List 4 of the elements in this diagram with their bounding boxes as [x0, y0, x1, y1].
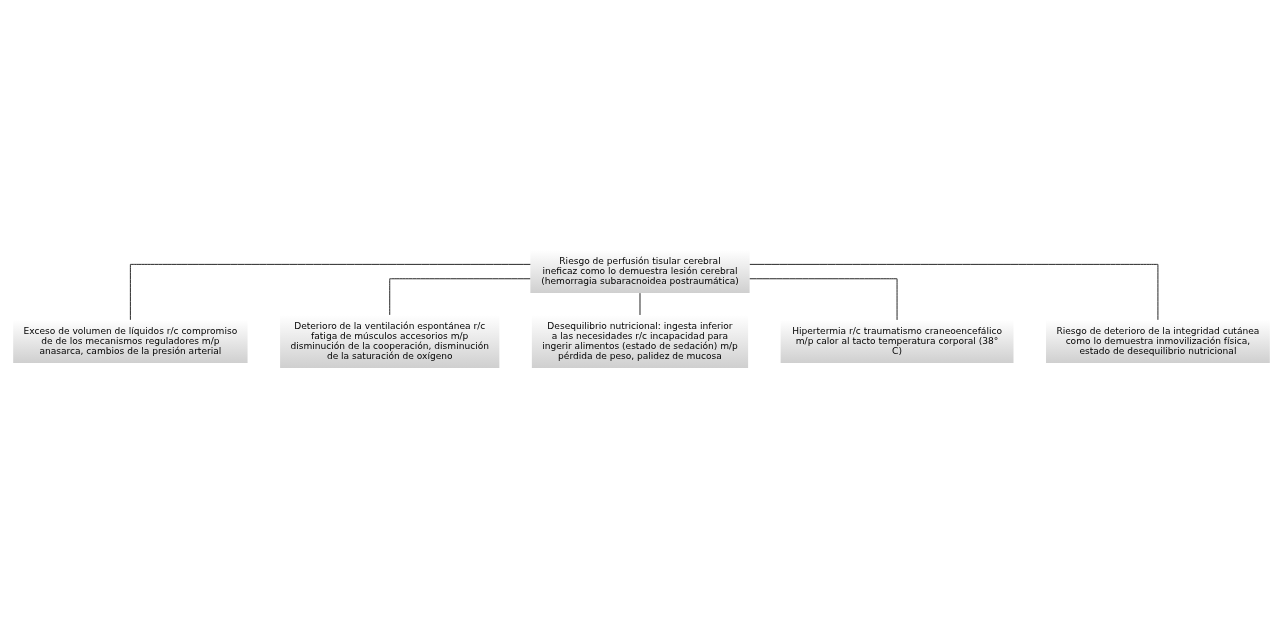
connector — [389, 278, 531, 316]
connector — [749, 278, 898, 321]
connector — [749, 263, 1159, 321]
connector — [129, 263, 531, 321]
